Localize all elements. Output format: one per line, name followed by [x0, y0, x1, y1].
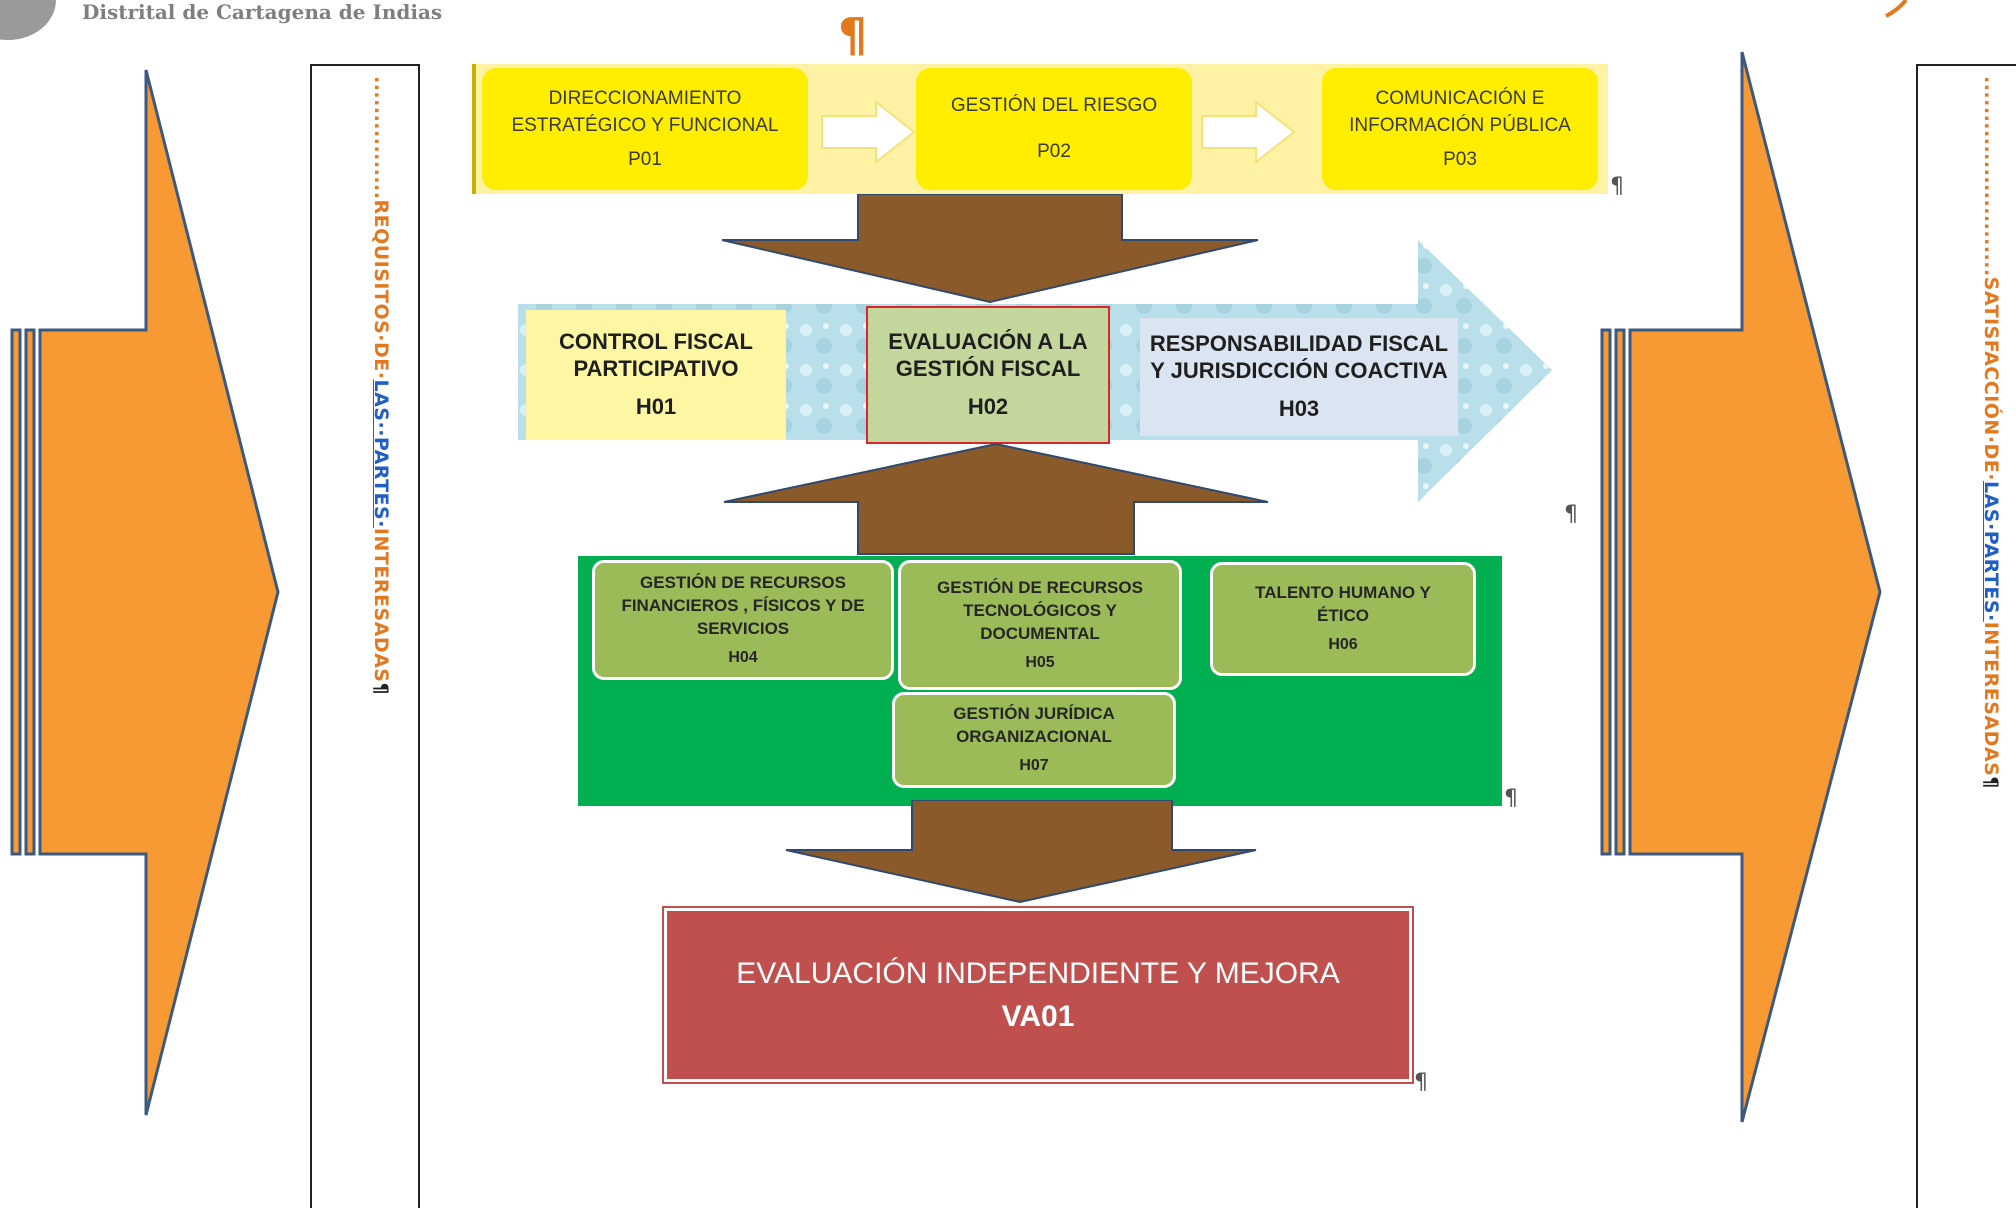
right-satisfaction-label: ..........................SATISFACCIÓN·D…	[1980, 76, 2002, 789]
process-code: H02	[967, 394, 1009, 420]
process-code: P01	[628, 148, 662, 170]
paragraph-mark: ¶	[1504, 786, 1518, 811]
right-arrow-icon	[821, 100, 916, 164]
process-title: EVALUACIÓN A LA	[888, 329, 1088, 355]
strategic-process-p01: DIRECCIONAMIENTO ESTRATÉGICO Y FUNCIONAL…	[482, 68, 808, 190]
paragraph-mark: ¶	[1414, 1070, 1428, 1095]
process-title: RESPONSABILIDAD FISCAL	[1149, 331, 1449, 357]
process-title: GESTIÓN DE RECURSOS	[937, 577, 1143, 597]
header-organization: Distrital de Cartagena de Indias	[82, 0, 443, 24]
left-requirements-box	[310, 64, 420, 1208]
paragraph-mark: ¶	[838, 8, 868, 62]
right-output-arrow	[1600, 51, 1882, 1123]
process-code: H01	[635, 394, 677, 420]
down-flow-arrow	[785, 800, 1257, 904]
process-title: TECNOLÓGICOS Y	[963, 600, 1117, 620]
left-input-arrow	[10, 69, 280, 1116]
logo-swoosh-icon	[1885, 0, 1908, 18]
process-code: H06	[1328, 636, 1358, 654]
process-title: GESTIÓN DE RECURSOS	[640, 572, 846, 592]
support-process-h07: GESTIÓN JURÍDICA ORGANIZACIONAL H07	[892, 692, 1176, 788]
strategic-process-p02: GESTIÓN DEL RIESGO P02	[916, 68, 1192, 190]
process-title: Y JURISDICCIÓN COACTIVA	[1150, 357, 1448, 383]
strategic-process-p03: COMUNICACIÓN E INFORMACIÓN PÚBLICA P03	[1322, 68, 1598, 190]
support-process-h05: GESTIÓN DE RECURSOS TECNOLÓGICOS Y DOCUM…	[898, 560, 1182, 690]
down-flow-arrow	[721, 194, 1259, 304]
support-process-h04: GESTIÓN DE RECURSOS FINANCIEROS , FÍSICO…	[592, 560, 894, 680]
paragraph-mark: ¶	[1610, 174, 1624, 199]
process-title: FINANCIEROS , FÍSICOS Y DE	[621, 595, 865, 615]
paragraph-mark: ¶	[1564, 502, 1578, 527]
process-code: P03	[1443, 148, 1477, 170]
mission-process-h03: RESPONSABILIDAD FISCAL Y JURISDICCIÓN CO…	[1140, 318, 1458, 436]
process-title: COMUNICACIÓN E	[1375, 87, 1545, 109]
process-title: DOCUMENTAL	[980, 623, 1100, 643]
process-title: ESTRATÉGICO Y FUNCIONAL	[511, 115, 779, 137]
process-title: DIRECCIONAMIENTO	[548, 87, 742, 109]
process-code: VA01	[1001, 1000, 1075, 1033]
process-title: ÉTICO	[1317, 606, 1369, 626]
evaluation-process-va01: EVALUACIÓN INDEPENDIENTE Y MEJORA VA01	[662, 906, 1414, 1084]
process-code: P02	[1037, 141, 1071, 162]
right-satisfaction-box	[1916, 64, 2016, 1208]
up-flow-arrow	[723, 442, 1269, 555]
process-code: H04	[728, 648, 758, 666]
process-title: SERVICIOS	[696, 618, 790, 638]
left-requirements-label: ................REQUISITOS·DE·LAS··PARTE…	[370, 76, 392, 696]
process-title: ORGANIZACIONAL	[956, 727, 1112, 747]
process-title: TALENTO HUMANO Y	[1255, 583, 1431, 603]
process-code: H07	[1019, 757, 1049, 775]
mission-process-h01: CONTROL FISCAL PARTICIPATIVO H01	[526, 310, 786, 440]
process-title: PARTICIPATIVO	[573, 355, 739, 381]
process-title: INFORMACIÓN PÚBLICA	[1349, 115, 1571, 137]
process-title: EVALUACIÓN INDEPENDIENTE Y MEJORA	[736, 956, 1340, 990]
process-title: GESTIÓN FISCAL	[895, 355, 1081, 381]
mission-process-h02: EVALUACIÓN A LA GESTIÓN FISCAL H02	[866, 306, 1110, 444]
process-title: GESTIÓN DEL RIESGO	[950, 95, 1158, 117]
support-process-h06: TALENTO HUMANO Y ÉTICO H06	[1210, 562, 1476, 676]
process-code: H05	[1025, 653, 1055, 671]
process-title: GESTIÓN JURÍDICA	[953, 704, 1115, 724]
right-arrow-icon	[1201, 100, 1296, 164]
process-title: CONTROL FISCAL	[559, 329, 753, 355]
process-code: H03	[1278, 396, 1320, 422]
